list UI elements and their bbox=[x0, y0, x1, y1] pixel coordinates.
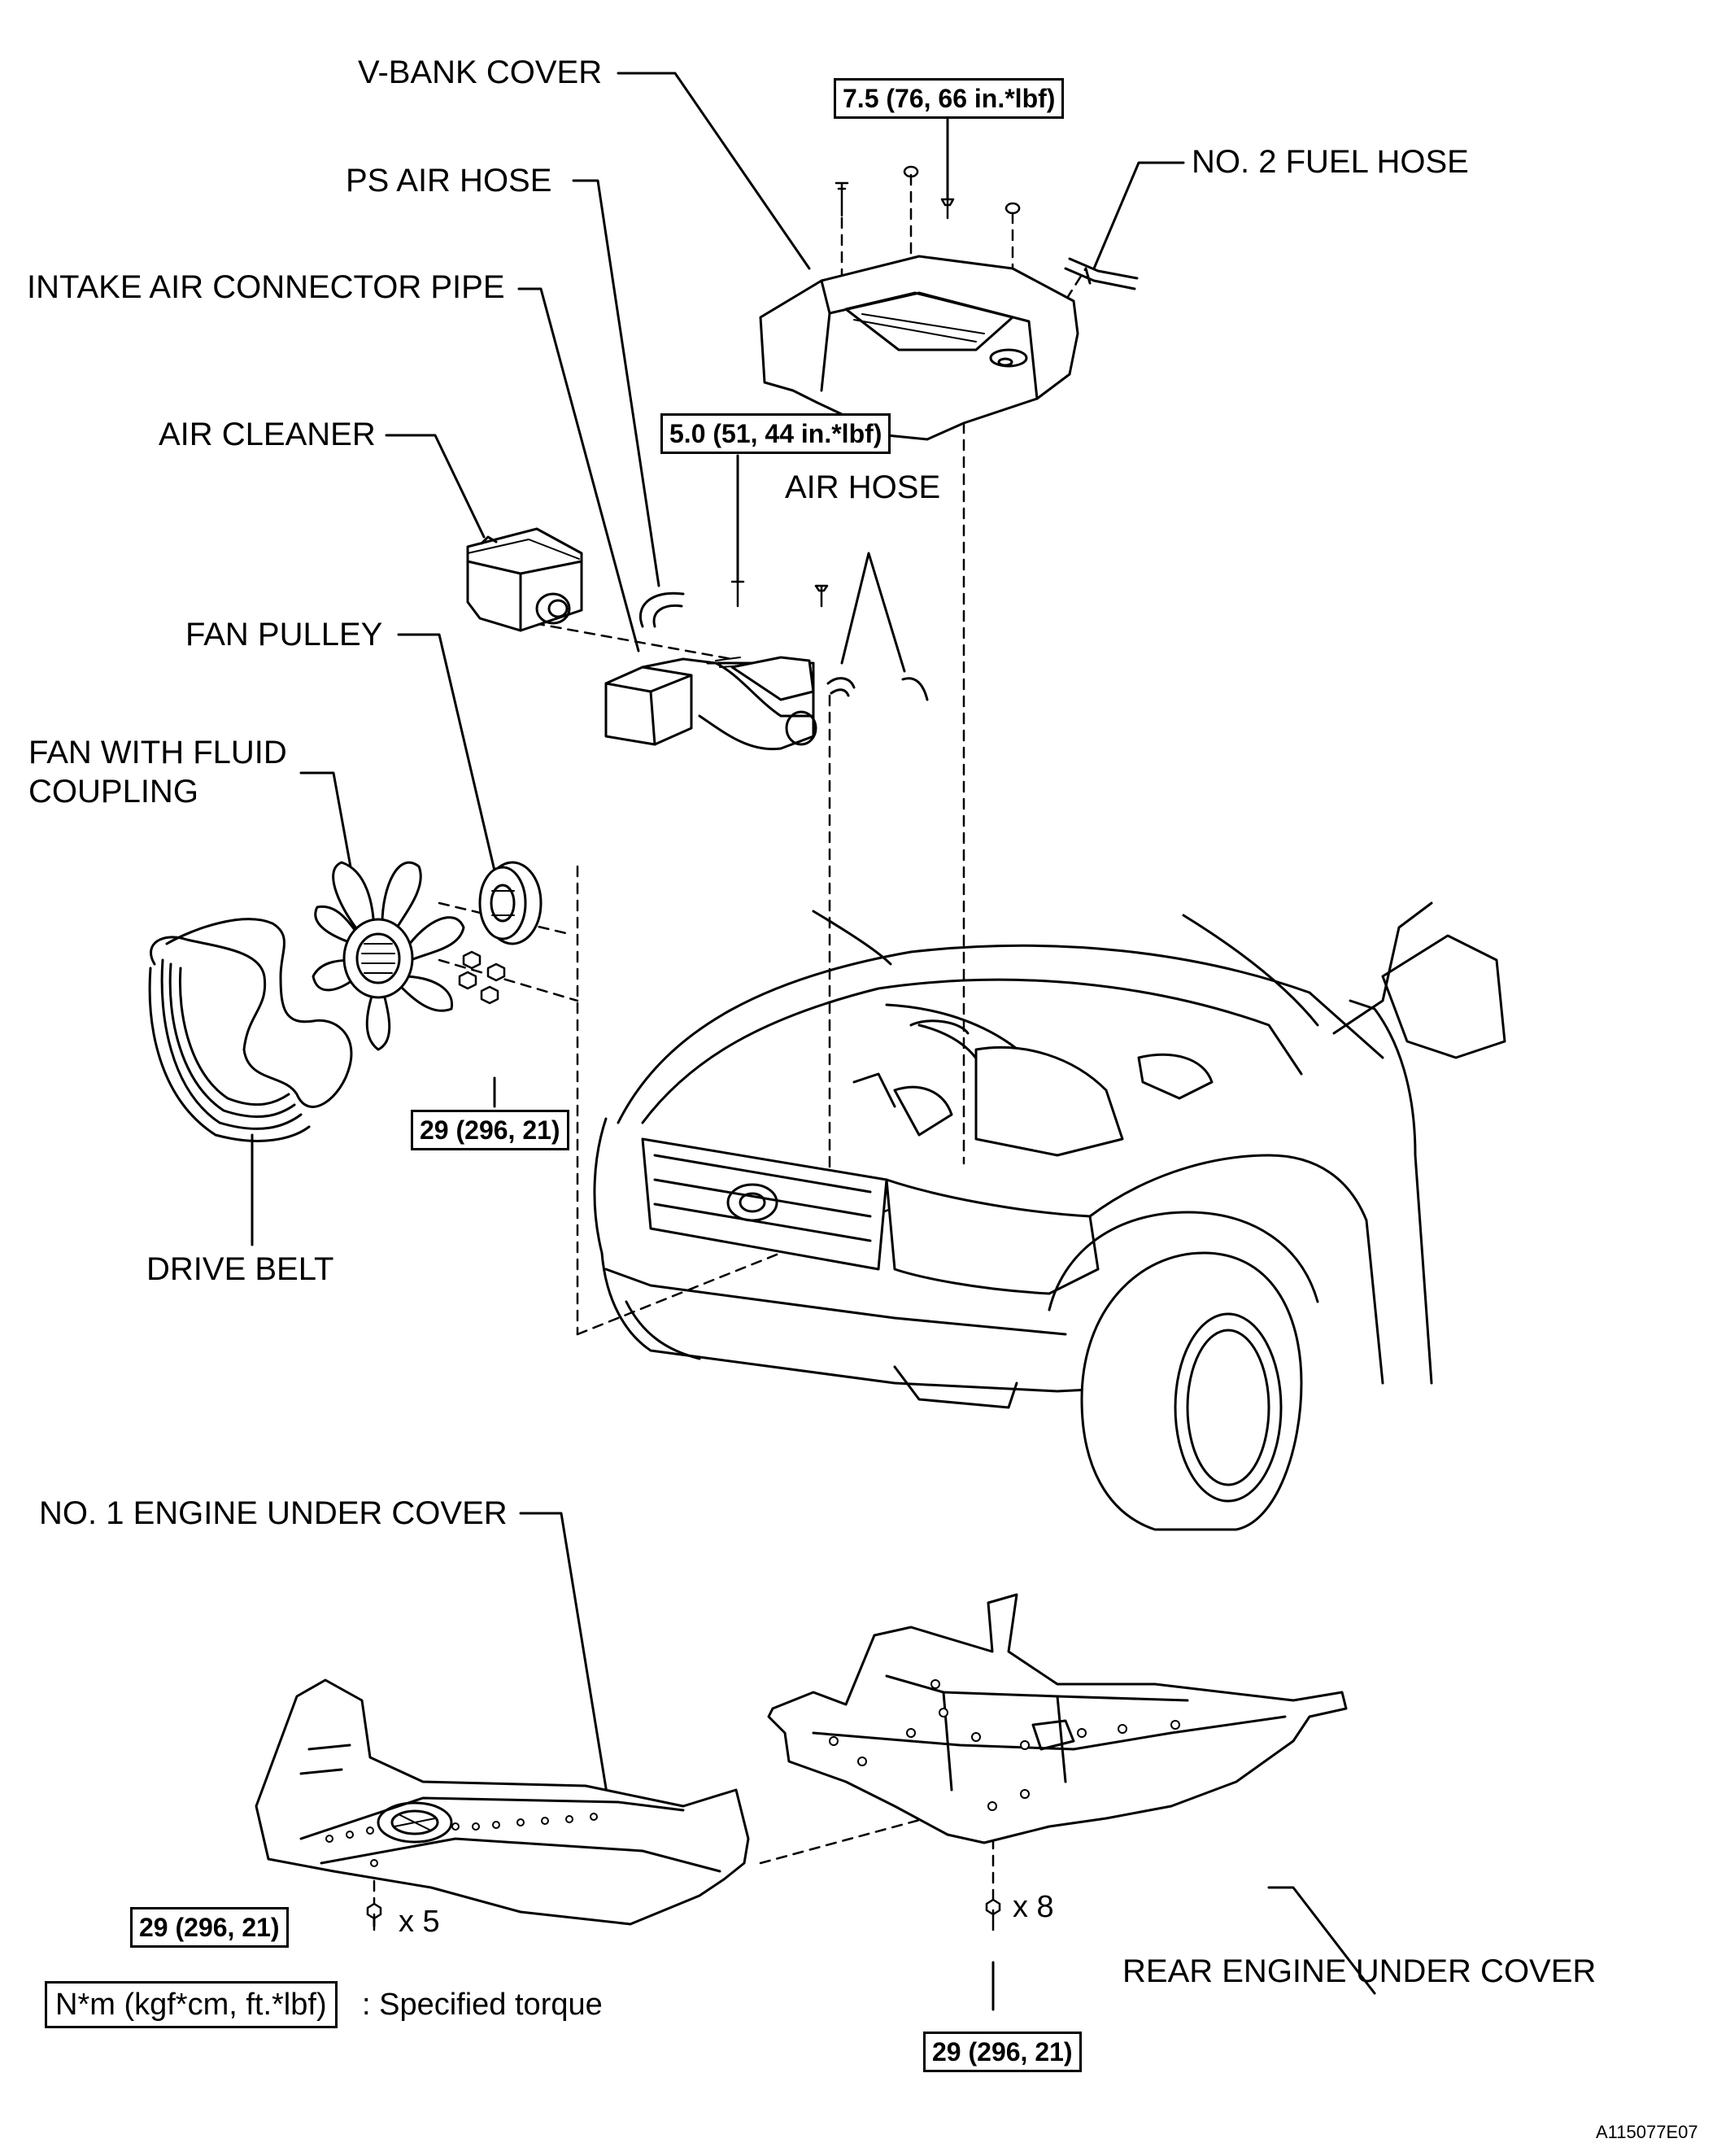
legend-description: : Specified torque bbox=[362, 1988, 603, 2022]
torque-rear-cover-bolt: 29 (296, 21) bbox=[923, 2032, 1082, 2072]
drive-belt bbox=[148, 918, 353, 1142]
air-hose-screws bbox=[730, 580, 829, 608]
figure-id: A115077E07 bbox=[1596, 2122, 1698, 2142]
under-cover-bolts bbox=[366, 1898, 1001, 1931]
qty-rear-cover-bolts: x 8 bbox=[1013, 1890, 1054, 1924]
intake-air-connector-pipe bbox=[604, 656, 817, 751]
torque-no1-cover-bolt: 29 (296, 21) bbox=[130, 1907, 289, 1948]
leader-lines bbox=[251, 72, 1376, 2011]
label-rear-engine-under-cover: REAR ENGINE UNDER COVER bbox=[1122, 1953, 1597, 1989]
label-no1-engine-under-cover: NO. 1 ENGINE UNDER COVER bbox=[39, 1495, 508, 1531]
vehicle-front bbox=[593, 901, 1506, 1531]
label-ps-air-hose: PS AIR HOSE bbox=[346, 163, 552, 199]
label-v-bank-cover: V-BANK COVER bbox=[358, 55, 603, 90]
label-fan-with-fluid-coupling-line1: FAN WITH FLUID bbox=[28, 735, 287, 770]
legend-unit-box: N*m (kgf*cm, ft.*lbf) bbox=[45, 1981, 338, 2028]
v-bank-bolts bbox=[835, 165, 1021, 220]
label-fan-pulley: FAN PULLEY bbox=[185, 617, 383, 652]
qty-no1-cover-bolts: x 5 bbox=[399, 1905, 440, 1939]
torque-air-hose-screw: 5.0 (51, 44 in.*lbf) bbox=[660, 413, 891, 454]
v-bank-cover bbox=[759, 255, 1079, 441]
fan-nuts bbox=[458, 950, 506, 1005]
label-air-cleaner: AIR CLEANER bbox=[159, 417, 376, 452]
label-air-hose: AIR HOSE bbox=[785, 469, 941, 505]
torque-v-bank-bolt: 7.5 (76, 66 in.*lbf) bbox=[834, 78, 1065, 119]
ps-air-hose bbox=[639, 591, 685, 628]
air-cleaner bbox=[466, 527, 583, 632]
fan-pulley bbox=[478, 861, 543, 945]
torque-fan-nut: 29 (296, 21) bbox=[411, 1110, 569, 1150]
label-no2-fuel-hose: NO. 2 FUEL HOSE bbox=[1192, 144, 1469, 180]
air-hose bbox=[826, 677, 929, 701]
fan-with-fluid-coupling bbox=[312, 861, 465, 1051]
label-intake-air-connector-pipe: INTAKE AIR CONNECTOR PIPE bbox=[27, 269, 505, 305]
rear-engine-under-cover bbox=[767, 1593, 1348, 1844]
label-drive-belt: DRIVE BELT bbox=[146, 1251, 334, 1287]
no1-engine-under-cover bbox=[255, 1678, 750, 1926]
no2-fuel-hose bbox=[1064, 257, 1139, 290]
label-fan-with-fluid-coupling-line2: COUPLING bbox=[28, 774, 198, 810]
